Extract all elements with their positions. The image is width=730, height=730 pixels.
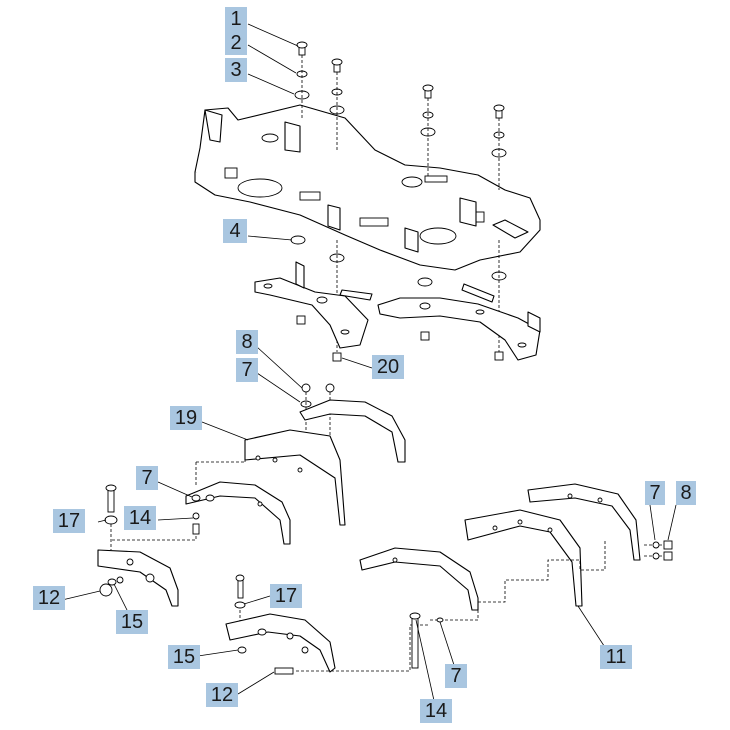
svg-text:15: 15 — [173, 646, 195, 668]
svg-text:11: 11 — [606, 646, 627, 668]
svg-text:17: 17 — [58, 510, 80, 532]
callout-1: 1 — [225, 7, 247, 31]
callout-7-right: 7 — [645, 481, 665, 505]
svg-text:7: 7 — [450, 665, 461, 687]
callout-7-bottom: 7 — [445, 664, 467, 688]
right-skirt-assembly — [359, 483, 673, 669]
svg-text:7: 7 — [649, 482, 660, 504]
callout-8-right: 8 — [676, 481, 696, 505]
svg-text:14: 14 — [129, 507, 151, 529]
callout-11: 11 — [600, 645, 632, 669]
callout-15-left: 15 — [116, 610, 148, 634]
svg-text:8: 8 — [241, 331, 252, 353]
callout-2: 2 — [225, 31, 247, 55]
lower-brackets — [254, 235, 541, 362]
svg-text:8: 8 — [680, 482, 691, 504]
svg-text:19: 19 — [175, 407, 197, 429]
left-skirt-assembly — [97, 383, 406, 607]
callout-14-left: 14 — [124, 506, 156, 530]
top-bolts — [294, 41, 507, 190]
svg-text:7: 7 — [141, 467, 152, 489]
svg-text:15: 15 — [121, 611, 143, 633]
top-mounting-plate — [194, 104, 541, 271]
callout-15-center: 15 — [168, 645, 200, 669]
callout-17-left: 17 — [53, 509, 85, 533]
callout-19: 19 — [170, 406, 202, 430]
leader-lines — [61, 23, 677, 706]
callout-7: 7 — [236, 358, 258, 382]
callout-20: 20 — [372, 355, 404, 379]
svg-text:17: 17 — [275, 585, 297, 607]
callout-8: 8 — [236, 330, 258, 354]
svg-text:12: 12 — [211, 684, 233, 706]
center-bracket — [225, 574, 430, 675]
svg-text:20: 20 — [377, 356, 399, 378]
callout-3: 3 — [225, 58, 247, 82]
callout-7-left: 7 — [136, 466, 158, 490]
svg-text:4: 4 — [229, 220, 240, 242]
callout-17-center: 17 — [270, 584, 302, 608]
callout-12-center: 12 — [206, 683, 238, 707]
svg-text:3: 3 — [230, 59, 241, 81]
svg-text:1: 1 — [230, 8, 241, 30]
callout-14-bottom: 14 — [420, 699, 452, 723]
svg-text:14: 14 — [425, 700, 447, 722]
svg-text:12: 12 — [38, 587, 60, 609]
callout-4: 4 — [223, 219, 247, 243]
svg-text:7: 7 — [241, 359, 252, 381]
svg-text:2: 2 — [230, 32, 241, 54]
callout-12-left: 12 — [33, 586, 65, 610]
